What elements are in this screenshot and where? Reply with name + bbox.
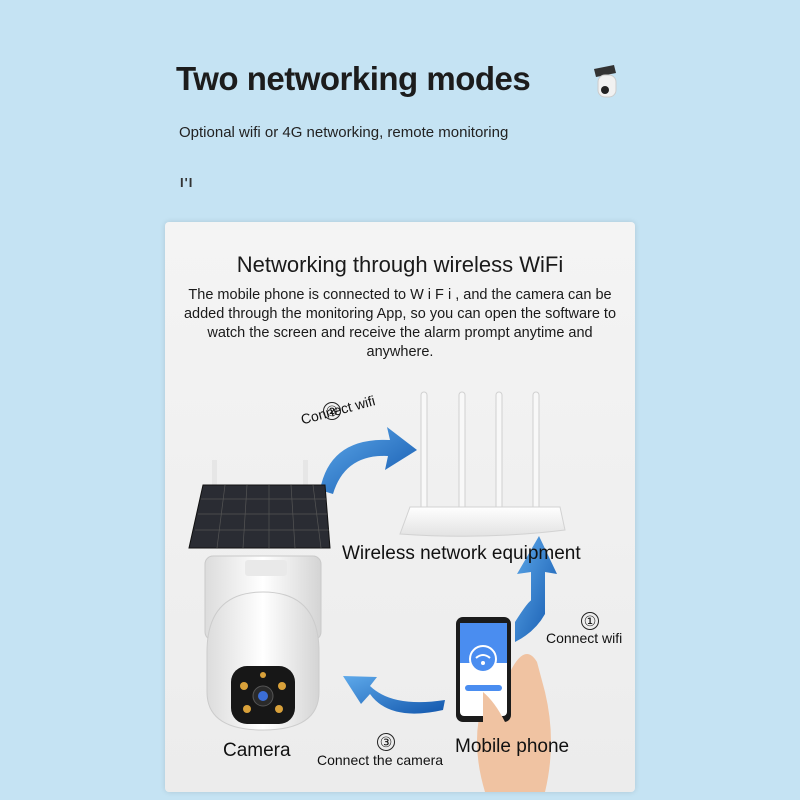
brand-mark: I'I (180, 175, 194, 190)
camera-label: Camera (223, 740, 291, 761)
card-title: Networking through wireless WiFi (236, 252, 564, 277)
connect-wifi-label-1: Connect wifi (546, 630, 623, 646)
mobile-phone-label: Mobile phone (455, 736, 570, 757)
router-icon (399, 391, 566, 537)
arrow-icon (320, 427, 417, 494)
page-title: Two networking modes (176, 60, 531, 97)
connect-camera-label: Connect the camera (317, 752, 444, 768)
network-diagram (188, 391, 566, 792)
phone-icon (456, 617, 551, 792)
arrow-icon (515, 536, 557, 642)
step-number-one: ① (581, 612, 599, 630)
wireless-equipment-label: Wireless network equipment (342, 543, 581, 564)
card-description: The mobile phone is connected to W i F i… (183, 287, 617, 360)
camera-icon (188, 460, 331, 731)
solar-panel-icon (188, 484, 331, 549)
camera-icon (594, 65, 617, 98)
wifi-networking-card: Networking through wireless WiFi The mob… (165, 222, 635, 792)
arrow-icon (343, 676, 445, 714)
page-subtitle: Optional wifi or 4G networking, remote m… (179, 124, 509, 141)
step-number-three: ③ (377, 733, 395, 751)
step-number-two: ② (323, 402, 341, 420)
